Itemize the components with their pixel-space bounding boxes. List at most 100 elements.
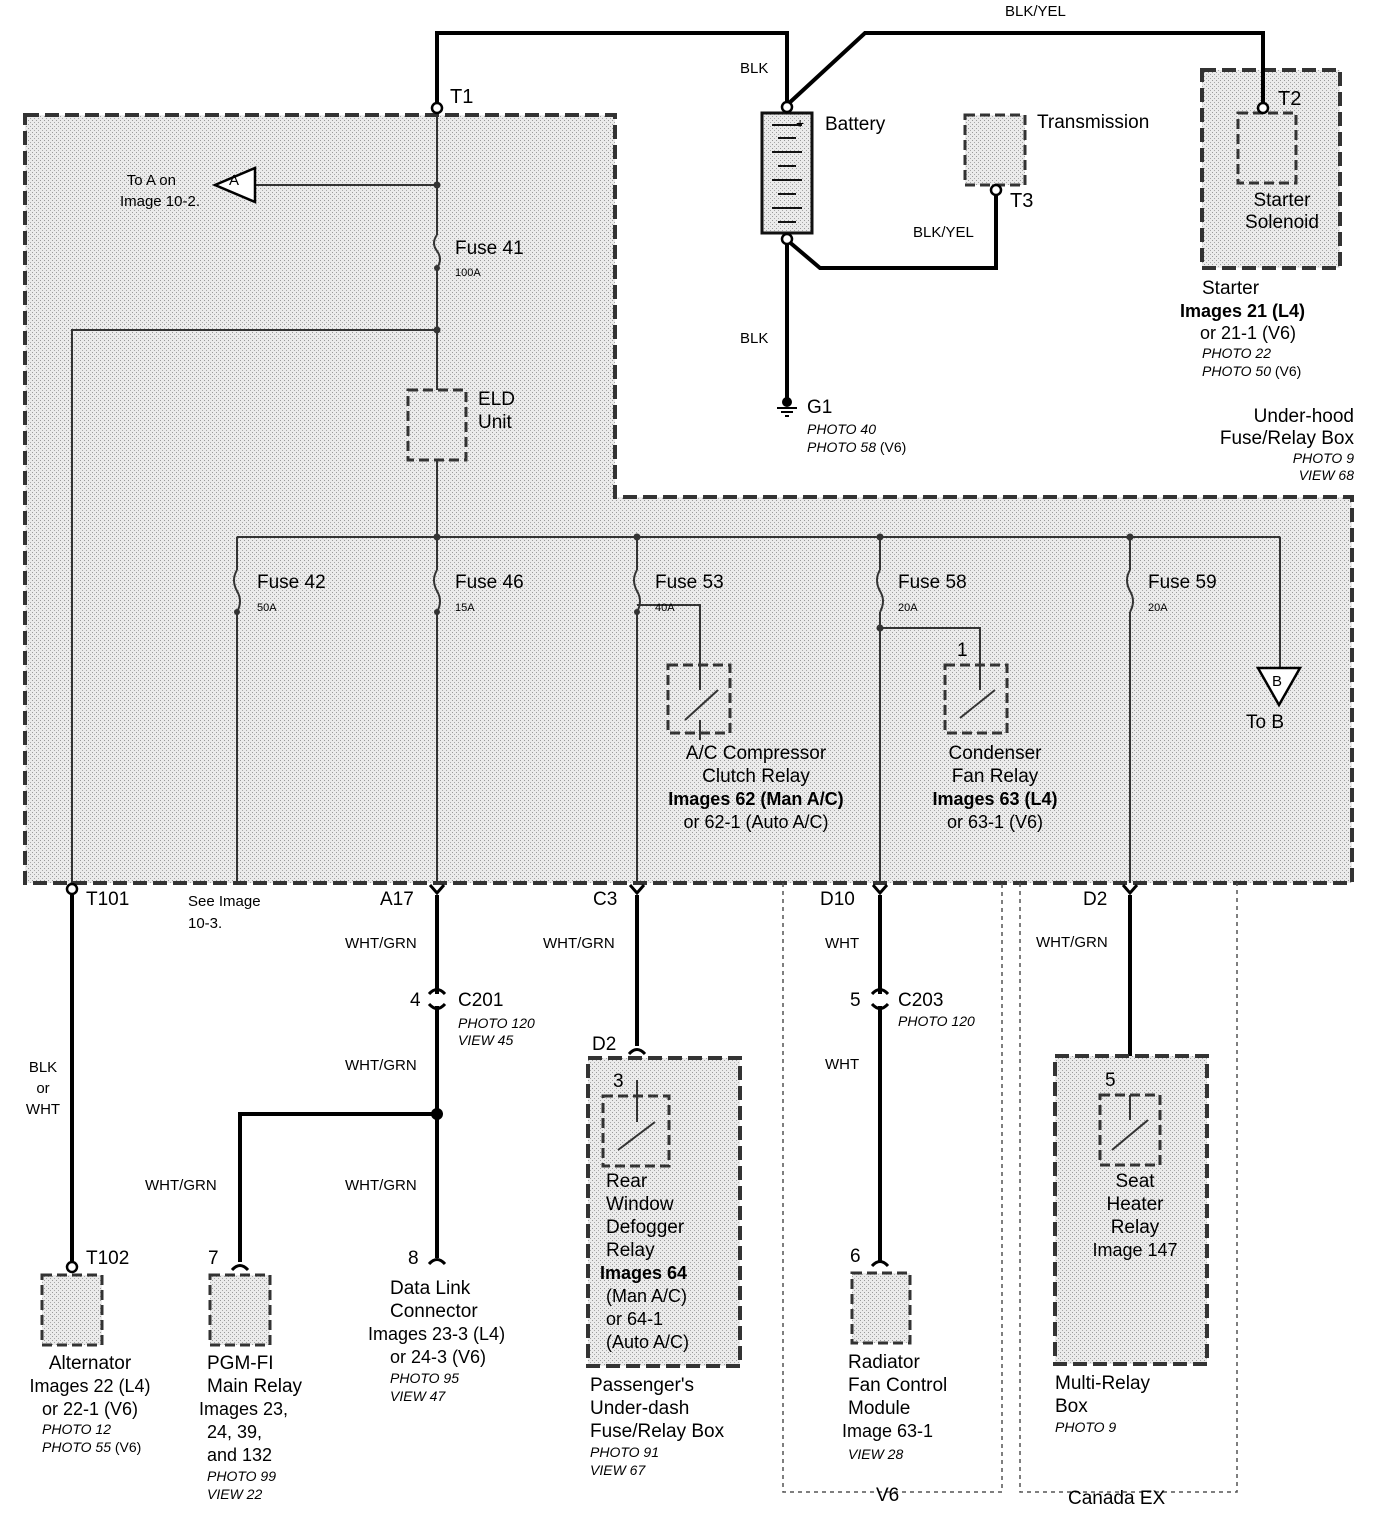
wire-label-blk-yel-top: BLK/YEL (1005, 3, 1066, 20)
wire-label-wht-c203: WHT (825, 1056, 860, 1073)
splice-dot (431, 1108, 443, 1120)
underhood-box (23, 113, 1354, 885)
terminal-t1: T1 (450, 86, 474, 108)
dlc-pin: 8 (408, 1248, 419, 1269)
seat-relay-label: Seat Heater Relay Image 147 (1092, 1171, 1178, 1260)
c203-name: C203 (898, 990, 944, 1011)
canada-ex-region-label: Canada EX (1068, 1488, 1166, 1509)
t3-terminal (989, 183, 1003, 197)
ground-icon (777, 397, 797, 417)
wire-label-wht-grn-pgm: WHT/GRN (145, 1177, 217, 1194)
wire-label-blk-battery: BLK (740, 60, 769, 77)
defogger-pin: 3 (613, 1071, 624, 1092)
fuse59-rating: 20A (1148, 602, 1168, 614)
t101-terminal (65, 882, 79, 896)
battery-neg-terminal (780, 232, 794, 246)
wire-label-wht-grn-a17: WHT/GRN (345, 935, 417, 952)
passenger-box-label: Passenger's Under-dash Fuse/Relay Box PH… (590, 1375, 725, 1478)
fuse46-rating: 15A (455, 602, 475, 614)
alternator-photos: PHOTO 12 PHOTO 55 (V6) (42, 1421, 142, 1455)
transmission-label: Transmission (1037, 112, 1150, 133)
cond-relay-label: Condenser Fan Relay Images 63 (L4) or 63… (932, 743, 1058, 832)
passenger-box (586, 1056, 742, 1368)
wire-label-wht-grn-c3: WHT/GRN (543, 935, 615, 952)
fuse-symbols (233, 234, 1134, 613)
pgmfi-pin: 7 (208, 1248, 219, 1269)
fuse42-rating: 50A (257, 602, 277, 614)
g1-photos: PHOTO 40 PHOTO 58 (V6) (807, 421, 907, 455)
to-b-label: To B (1246, 712, 1285, 733)
to-a-letter: A (229, 172, 240, 189)
wire-label-wht-grn-dlc: WHT/GRN (345, 1177, 417, 1194)
connector-pins (230, 884, 1140, 1272)
to-a-connector-icon (211, 166, 257, 204)
c201-pin: 4 (410, 990, 421, 1011)
radiator-pin: 6 (850, 1246, 861, 1267)
g1-label: G1 (807, 397, 833, 418)
condenser-relay-box (943, 663, 1009, 735)
alternator-box (40, 1273, 104, 1347)
wire-label-blk-yel-trans: BLK/YEL (913, 224, 974, 241)
fuse59-name: Fuse 59 (1148, 572, 1217, 593)
to-b-connector-icon (1255, 666, 1303, 708)
junction-dots (234, 181, 1134, 632)
terminal-d10: D10 (820, 889, 855, 910)
starter-label: Starter Images 21 (L4) or 21-1 (V6) (1180, 278, 1306, 343)
starter-solenoid-box (1236, 111, 1298, 185)
v6-region-label: V6 (876, 1485, 900, 1506)
battery-label: Battery (825, 114, 886, 135)
underhood-label: Under-hood Fuse/Relay Box PHOTO 9 VIEW 6… (1219, 406, 1354, 483)
v6-region-outline (782, 883, 1003, 1493)
fuse42-name: Fuse 42 (257, 572, 326, 593)
terminal-d2-top: D2 (1083, 889, 1108, 910)
starter-photos: PHOTO 22 PHOTO 50 (V6) (1202, 345, 1302, 379)
starter-box (1200, 68, 1342, 270)
seat-relay-pin: 5 (1105, 1070, 1116, 1091)
fuse46-name: Fuse 46 (455, 572, 524, 593)
terminal-t2: T2 (1278, 88, 1302, 110)
battery-symbol: + (760, 111, 814, 235)
canada-ex-region-outline (1019, 883, 1238, 1493)
multi-relay-label: Multi-Relay Box PHOTO 9 (1055, 1373, 1151, 1435)
battery-pos-terminal (780, 100, 794, 114)
pgmfi-relay-box (208, 1273, 272, 1347)
eld-unit-box (406, 388, 468, 462)
t2-terminal (1256, 101, 1270, 115)
transmission-box (963, 113, 1027, 187)
fuse58-name: Fuse 58 (898, 572, 967, 593)
radiator-module-box (850, 1271, 912, 1345)
terminal-c3: C3 (593, 889, 618, 910)
terminal-a17: A17 (380, 889, 414, 910)
dlc-label: Data Link Connector Images 23-3 (L4) or … (368, 1278, 506, 1404)
c201-name: C201 (458, 990, 504, 1011)
svg-text:+: + (796, 115, 804, 131)
fuse58-rating: 20A (898, 602, 918, 614)
top-wires (435, 31, 1265, 398)
wire-label-wht-grn-c201: WHT/GRN (345, 1057, 417, 1074)
wire-label-wht-grn-d2: WHT/GRN (1036, 934, 1108, 951)
alternator-label: Alternator Images 22 (L4) or 22-1 (V6) (29, 1353, 151, 1419)
terminal-t101: T101 (86, 889, 130, 910)
cond-relay-pin: 1 (957, 640, 968, 661)
c203-pin: 5 (850, 990, 861, 1011)
ac-relay-label: A/C Compressor Clutch Relay Images 62 (M… (668, 743, 844, 832)
fuse53-rating: 40A (655, 602, 675, 614)
lower-wires (70, 895, 1132, 1262)
fuse41-name: Fuse 41 (455, 238, 524, 259)
terminal-t3: T3 (1010, 190, 1034, 212)
c203-photo: PHOTO 120 (898, 1013, 975, 1029)
defogger-relay-label: Rear Window Defogger Relay Images 64 (Ma… (600, 1171, 690, 1352)
terminal-t102: T102 (86, 1248, 130, 1269)
t102-terminal (65, 1260, 79, 1274)
wire-label-blk-ground: BLK (740, 330, 769, 347)
t1-terminal (430, 101, 444, 115)
wire-label-wht-d10: WHT (825, 935, 860, 952)
terminal-d2-pass: D2 (592, 1034, 617, 1055)
fuse53-name: Fuse 53 (655, 572, 724, 593)
